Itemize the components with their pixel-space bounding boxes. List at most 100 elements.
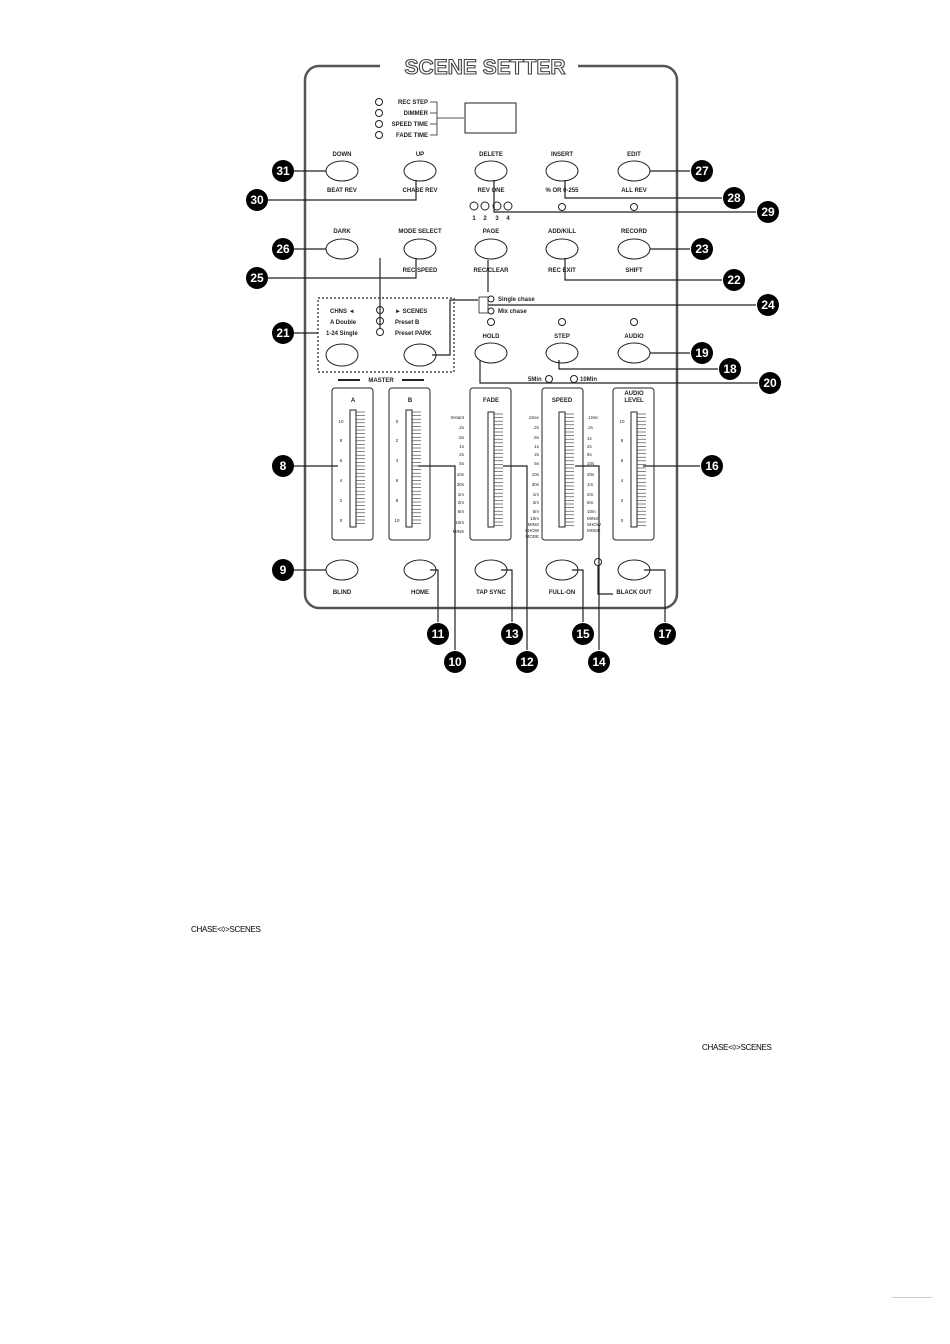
mode-select-button[interactable] <box>403 238 437 260</box>
chase-scenes-note: CHASE<◊>SCENES <box>702 1043 772 1052</box>
callout-badge <box>272 238 294 260</box>
fader-b-tick: 8 <box>396 498 399 503</box>
status-led <box>375 120 383 128</box>
button-label: MODE SELECT <box>398 229 442 235</box>
button-label: UP <box>416 152 424 158</box>
dark-button[interactable] <box>325 238 359 260</box>
fader-a-tick: 0 <box>340 518 343 523</box>
mode-led <box>376 328 384 336</box>
page-digit: 2 <box>483 216 487 222</box>
master-label: MASTER <box>368 378 394 384</box>
fader-a-tick: 2 <box>340 498 343 503</box>
fader-fade-tick: 5m <box>458 509 465 514</box>
fader-speed-slot[interactable] <box>558 411 566 528</box>
callout-badge <box>501 623 523 645</box>
speed-right-tick: 5m <box>587 500 594 505</box>
fader-a-tick: 4 <box>340 478 343 483</box>
page-led <box>469 201 479 211</box>
page-digit: 4 <box>506 216 510 222</box>
fader-b-tick: 10 <box>394 518 400 523</box>
mode-box-right: ► SCENES <box>395 309 427 315</box>
down-button[interactable] <box>325 160 359 182</box>
page-button[interactable] <box>474 238 508 260</box>
page-rule <box>892 1297 932 1298</box>
leader-line <box>503 465 528 650</box>
fader-speed-tick: MINS <box>528 522 539 527</box>
status-label: SPEED TIME <box>392 122 428 128</box>
speed-right-tick: MODE <box>587 528 601 533</box>
leader-line <box>558 360 718 370</box>
fader-speed-tick: .2s <box>533 425 540 430</box>
record-button[interactable] <box>617 238 651 260</box>
speed-right-tick: 1m <box>587 482 594 487</box>
edit-button[interactable] <box>617 160 651 182</box>
fader-b: B 0 2 4 6 8 10 <box>388 387 431 541</box>
callout-badge <box>246 189 268 211</box>
leader-line <box>432 299 478 356</box>
speed-right-tick: 2m <box>587 492 594 497</box>
mode-box-left-button[interactable] <box>325 343 359 367</box>
leader-line <box>575 465 600 650</box>
fader-fade-tick: Instant <box>450 415 464 420</box>
chase-mode-label: Mix chase <box>498 309 527 315</box>
speed-right-tick: .1Sec <box>587 415 599 420</box>
insert-button[interactable] <box>545 160 579 182</box>
speed-right-tick: 2s <box>587 444 593 449</box>
status-label: FADE TIME <box>396 133 428 139</box>
fader-a-tick: 8 <box>340 438 343 443</box>
callout-badge <box>444 651 466 673</box>
audio-button[interactable] <box>617 342 651 364</box>
button-sublabel: REC EXIT <box>548 268 576 274</box>
up-button[interactable] <box>403 160 437 182</box>
button-label: DELETE <box>479 152 503 158</box>
row2-buttons: DARK MODE SELECT REC SPEED PAGE REC/CLEA… <box>325 229 651 274</box>
callout-badge <box>427 623 449 645</box>
callout-number: 27 <box>695 164 709 178</box>
mode-box-right-button[interactable] <box>403 343 437 367</box>
add-kill-button[interactable] <box>545 238 579 260</box>
fader-audio-label: LEVEL <box>624 398 644 404</box>
button-label: PAGE <box>483 229 500 235</box>
callout-badge <box>272 160 294 182</box>
fader-b-tick: 6 <box>396 478 399 483</box>
step-button[interactable] <box>545 342 579 364</box>
step-led <box>558 318 566 326</box>
fader-audio-tick: 2 <box>621 498 624 503</box>
mode-box-left: A Double <box>330 320 357 326</box>
callout-badge <box>272 322 294 344</box>
callout-number: 25 <box>250 271 264 285</box>
callout-number: 29 <box>761 205 775 219</box>
callout-badge <box>691 238 713 260</box>
mode-box: CHNS ◄ A Double 1-24 Single ► SCENES Pre… <box>317 297 455 373</box>
button-sublabel: REC/CLEAR <box>473 268 509 274</box>
leader-line <box>564 258 722 281</box>
blind-button[interactable] <box>325 559 359 581</box>
fader-audio-tick: 10 <box>619 419 625 424</box>
callout-badge <box>757 201 779 223</box>
mode-box-left: 1-24 Single <box>326 331 358 337</box>
fader-a-label: A <box>351 398 356 404</box>
fader-speed-tick: 10s <box>532 472 540 477</box>
hold-button[interactable] <box>474 342 508 364</box>
fader-speed-tick: 1m <box>533 492 540 497</box>
callout-number: 21 <box>276 326 290 340</box>
speed-right-tick: 1s <box>587 436 593 441</box>
button-sublabel: ALL REV <box>621 188 647 194</box>
fader-a-tick: 6 <box>340 458 343 463</box>
fader-a-slot[interactable] <box>349 409 357 528</box>
fader-audio-slot[interactable] <box>630 411 638 528</box>
fader-fade-tick: 2m <box>458 500 465 505</box>
leader-line <box>597 566 613 595</box>
delete-button[interactable] <box>474 160 508 182</box>
fader-audio-tick: 6 <box>621 458 624 463</box>
leader-line <box>418 465 456 650</box>
fader-b-slot[interactable] <box>405 409 413 528</box>
callout-number: 10 <box>448 655 462 669</box>
callout-number: 26 <box>276 242 290 256</box>
fader-a: A 10 8 6 4 2 0 <box>331 387 374 541</box>
button-sublabel: REV ONE <box>477 188 504 194</box>
fader-fade-slot[interactable] <box>487 411 495 528</box>
callout-number: 19 <box>695 346 709 360</box>
button-sublabel: BLACK OUT <box>616 590 652 596</box>
